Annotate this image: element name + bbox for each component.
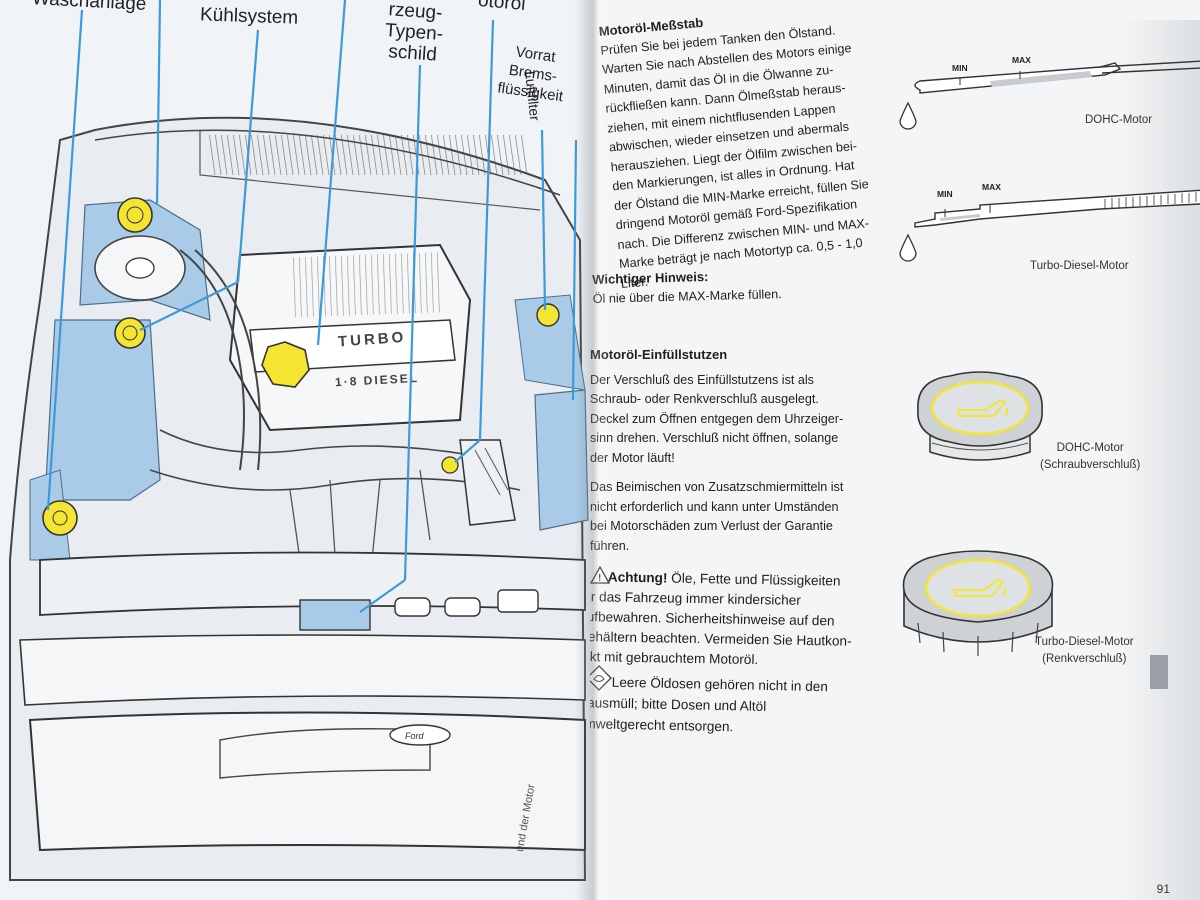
- filler-para2-line-1: Das Beimischen von Zusatzschmiermitteln …: [590, 480, 844, 494]
- filler-para2-line-4: führen.: [590, 537, 860, 557]
- umwelt-line-3: umweltgerecht entsorgen.: [590, 715, 734, 735]
- section-hinweis: Wichtiger Hinweis: Öl nie über die MAX-M…: [592, 263, 863, 309]
- dohc-dipstick-figure: MIN MAX: [899, 55, 1200, 130]
- dohc-filler-cap-figure: [917, 371, 1043, 461]
- filler-para2-line-3: bei Motorschäden zum Verlust der Garanti…: [590, 519, 833, 533]
- filler-line-5: der Motor läuft!: [590, 450, 675, 465]
- section-achtung: Achtung! Öle, Fette und Flüssigkeiten fü…: [590, 567, 860, 672]
- filler-para2-line-2: nicht erforderlich und kann unter Umstän…: [590, 499, 839, 514]
- dipstick-cap-icon: [441, 456, 459, 474]
- turbo-dipstick-figure: MIN MAX: [899, 182, 1200, 262]
- oil-can-icon-2: [952, 578, 1005, 597]
- oil-drop-icon-2: [899, 233, 917, 262]
- section-oil-filler: Motoröl-Einfüllstutzen Der Verschluß des…: [590, 345, 860, 556]
- turbo-max-mark: MAX: [982, 182, 1001, 192]
- callout-leader-lines: [46, 0, 578, 613]
- turbo-cap-label-line1: Turbo-Diesel-Motor: [1035, 636, 1134, 648]
- oil-drop-icon: [899, 101, 917, 130]
- callout-typenschild: rzeug- Typen- schild: [383, 0, 445, 66]
- section-oil-dipstick: Motoröl-Meßstab Prüfen Sie bei jedem Tan…: [598, 0, 891, 294]
- ford-emblem: Ford: [405, 731, 425, 741]
- filler-line-1: Der Verschluß des Einfüllstutzens ist al…: [590, 372, 814, 387]
- brake-fluid-cap-icon: [536, 303, 560, 327]
- svg-text:!: !: [598, 573, 601, 584]
- coolant-cap-icon: [114, 317, 146, 349]
- dohc-dipstick-label: DOHC-Motor: [1085, 114, 1153, 126]
- turbo-cap-label-line2: (Renkverschluß): [1042, 653, 1127, 665]
- oil-filler-cap-icon: [261, 341, 310, 388]
- turbo-cap-label: Turbo-Diesel-Motor (Renkverschluß): [1035, 634, 1134, 668]
- left-page: TURBO 1·8 DIESEL Ford: [0, 0, 590, 900]
- turbo-min-mark: MIN: [937, 189, 953, 199]
- page-number: 91: [1156, 882, 1170, 896]
- diesel-text: 1·8 DIESEL: [335, 371, 420, 389]
- dohc-min-mark: MIN: [952, 63, 968, 73]
- warning-triangle-icon: !: [590, 566, 610, 584]
- washer-lower-cap-icon: [42, 500, 78, 536]
- dohc-max-mark: MAX: [1012, 55, 1031, 65]
- turbo-dipstick-label: Turbo-Diesel-Motor: [1030, 260, 1129, 272]
- oil-can-icon: [956, 398, 1007, 417]
- engine-illustration: TURBO 1·8 DIESEL Ford: [9, 0, 589, 881]
- section-umwelt: Leere Öldosen gehören nicht in den Hausm…: [590, 671, 858, 740]
- dohc-cap-label-line2: (Schraubverschluß): [1040, 459, 1141, 471]
- callout-typenschild-line3: schild: [387, 41, 438, 66]
- achtung-bold: Achtung!: [607, 569, 668, 586]
- dohc-cap-label-line1: DOHC-Motor: [1056, 442, 1124, 454]
- next-page-bleed: [1120, 20, 1200, 900]
- heading-oil-filler: Motoröl-Einfüllstutzen: [590, 347, 728, 362]
- turbo-filler-cap-figure: [902, 550, 1054, 656]
- achtung-line-1-text: Öle, Fette und Flüssigkeiten: [671, 570, 841, 589]
- filler-line-3: Deckel zum Öffnen entgegen dem Uhrzeiger…: [590, 411, 844, 426]
- filler-line-2: Schraub- oder Renkverschluß ausgelegt.: [590, 392, 819, 406]
- dohc-cap-label: DOHC-Motor (Schraubverschluß): [1040, 440, 1140, 474]
- environment-icon: [590, 665, 612, 691]
- filler-line-4: sinn drehen. Verschluß nicht öffnen, sol…: [590, 431, 839, 445]
- book-gutter: [575, 0, 615, 900]
- callout-kuehlsystem: Kühlsystem: [199, 4, 299, 29]
- washer-cap-icon: [117, 197, 153, 233]
- turbo-text: TURBO: [337, 329, 406, 351]
- right-page: Motoröl-Meßstab Prüfen Sie bei jedem Tan…: [590, 0, 1200, 900]
- page-edge-tab: [1150, 655, 1168, 689]
